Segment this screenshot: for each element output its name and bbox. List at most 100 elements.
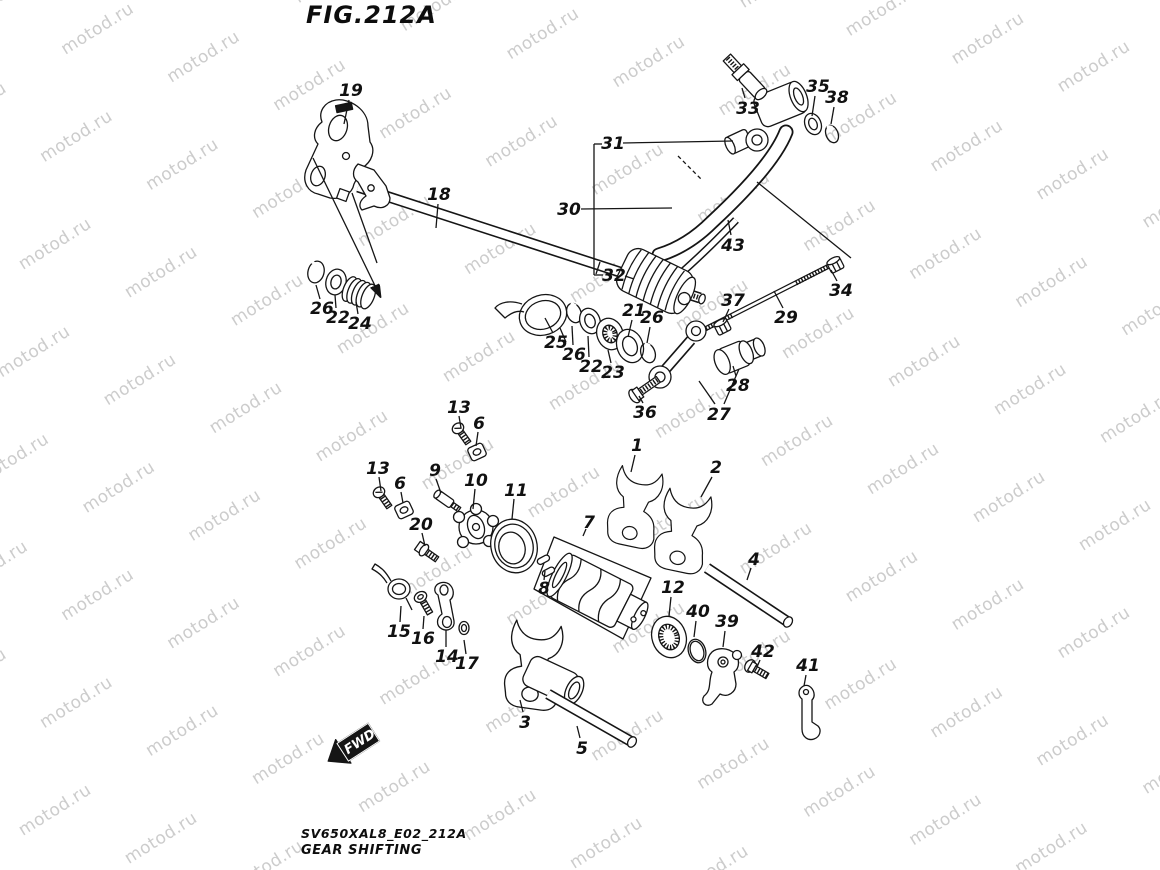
callout-27: 27: [707, 405, 731, 425]
callout-16: 16: [411, 629, 435, 649]
callout-36: 36: [633, 403, 657, 423]
leader-line: [607, 349, 612, 364]
leader-line: [355, 301, 359, 315]
callout-28: 28: [726, 376, 750, 396]
leader-line: [580, 207, 673, 210]
part-cam-stopper-39: [702, 648, 743, 706]
part-bolt-42: [744, 659, 770, 680]
leader-line: [622, 140, 734, 144]
leader-line: [627, 319, 633, 338]
leader-line: [698, 380, 716, 405]
leader-line: [587, 335, 590, 358]
callout-6: 6: [394, 474, 406, 494]
leader-line: [463, 639, 467, 655]
callout-12: 12: [661, 578, 685, 598]
part-bolt-36: [628, 375, 661, 404]
part-bolt-33: [722, 53, 768, 101]
callout-30: 30: [557, 200, 581, 220]
callout-6: 6: [473, 414, 485, 434]
part-washer-35: [803, 112, 823, 136]
leader-line: [544, 317, 554, 334]
part-shift-arm-19: [304, 99, 391, 211]
callout-35: 35: [806, 77, 830, 97]
part-bolt-20: [413, 540, 440, 563]
leader-line: [803, 674, 807, 687]
part-shift-cam-assembly-7: [533, 536, 652, 640]
leader-line: [378, 476, 382, 492]
leader-line: [638, 395, 644, 404]
model-code: SV650XAL8_E02_212A: [301, 826, 467, 841]
leader-line: [519, 699, 524, 713]
callout-40: 40: [685, 602, 710, 622]
leader-line: [315, 284, 321, 300]
part-screw-13-left: [372, 486, 393, 510]
part-nut-34: [826, 255, 845, 274]
leader-line: [571, 325, 574, 346]
leader-line: [773, 290, 784, 309]
part-link-14: [434, 581, 455, 631]
part-nut-37: [713, 317, 732, 336]
part-screw-13-top: [451, 422, 472, 446]
leader-line: [421, 532, 426, 547]
leader-line: [343, 99, 350, 125]
part-hook-41: [798, 684, 821, 741]
leader-line: [576, 725, 581, 739]
leader-line: [511, 498, 515, 520]
leader-line: [722, 630, 726, 648]
leader-line: [677, 155, 703, 181]
callout-26: 26: [640, 308, 664, 328]
fwd-arrow: FWD: [327, 722, 381, 764]
part-bolt-16: [413, 590, 434, 616]
callout-20: 20: [409, 515, 433, 535]
leader-line: [811, 95, 816, 117]
callout-22: 22: [326, 308, 350, 328]
leader-line: [351, 192, 378, 264]
leader-line: [582, 528, 587, 537]
callout-4: 4: [747, 550, 760, 570]
callout-1: 1: [631, 436, 643, 456]
part-fork-shaft-5: [545, 689, 638, 748]
leader-line: [312, 157, 380, 296]
part-fork-shaft-4: [703, 563, 794, 628]
part-spring-15: [371, 563, 413, 611]
callout-37: 37: [721, 291, 745, 311]
part-oring-40: [687, 638, 707, 664]
callout-21: 21: [622, 301, 646, 321]
part-washer-17: [458, 620, 470, 636]
callout-8: 8: [538, 579, 550, 599]
callout-23: 23: [601, 363, 625, 383]
callout-42: 42: [750, 642, 775, 662]
part-shift-fork-3: [500, 619, 585, 713]
part-shift-fork-2: [649, 486, 718, 577]
callout-5: 5: [576, 739, 588, 759]
leader-line: [732, 365, 737, 377]
figure-name: GEAR SHIFTING: [301, 843, 423, 858]
callout-26: 26: [562, 345, 586, 365]
leader-line: [646, 326, 651, 344]
callout-10: 10: [464, 471, 488, 491]
leader-line: [722, 308, 730, 323]
callout-24: 24: [348, 314, 372, 334]
leader-line: [475, 431, 479, 447]
leader-line: [693, 620, 697, 638]
leader-line: [472, 488, 476, 510]
leader-line: [399, 605, 402, 623]
callout-3: 3: [519, 713, 531, 733]
leader-line: [756, 659, 761, 668]
callout-32: 32: [602, 266, 626, 286]
callout-31: 31: [601, 134, 625, 154]
part-pin-9: [433, 489, 462, 513]
leader-line: [334, 294, 337, 309]
part-pedal-rubber-32: [615, 247, 697, 315]
callout-18: 18: [427, 185, 451, 205]
callout-17: 17: [455, 654, 479, 674]
callout-25: 25: [544, 333, 568, 353]
leader-line: [422, 615, 425, 630]
callout-7: 7: [583, 513, 595, 533]
callout-13: 13: [366, 459, 390, 479]
part-joint-28: [713, 337, 766, 375]
part-return-spring-25: [494, 293, 568, 343]
part-clip-6-left: [394, 500, 414, 520]
